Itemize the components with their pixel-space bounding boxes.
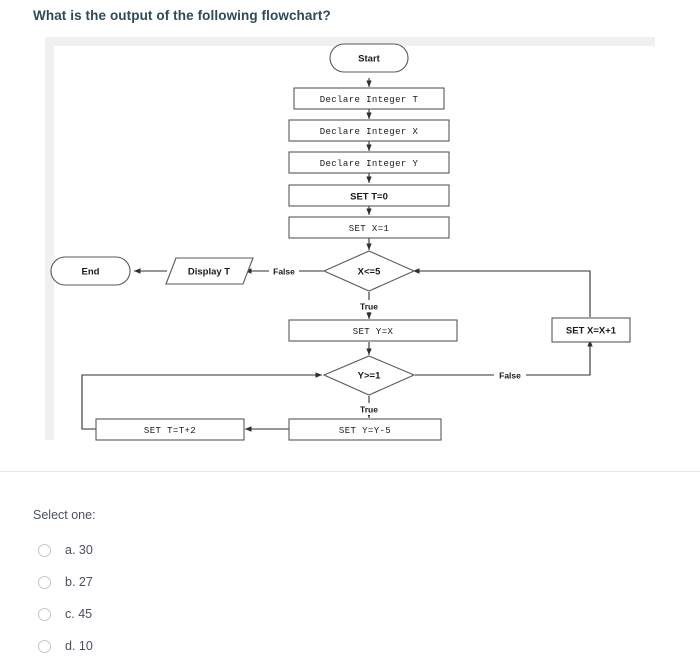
- node-declare-y-label: Declare Integer Y: [320, 159, 419, 169]
- node-set-t0: [288, 184, 450, 207]
- flowchart-diagram: Start Declare Integer T Declare Integer …: [50, 43, 631, 441]
- option-row-b[interactable]: b. 27: [33, 566, 433, 598]
- node-set-xx1-label: SET X=X+1: [566, 326, 617, 337]
- node-cond-y: [322, 355, 416, 396]
- edge-label-x-true: True: [360, 302, 378, 312]
- radio-button-a[interactable]: [38, 543, 51, 557]
- panel-top-strip: [45, 37, 655, 46]
- node-start-label: Start: [358, 54, 380, 65]
- node-set-tt2-label: SET T=T+2: [144, 426, 196, 436]
- radio-button-b[interactable]: [38, 575, 51, 589]
- node-set-xx1: [551, 317, 631, 343]
- node-display-t: [165, 257, 254, 285]
- flowchart-panel: Start Declare Integer T Declare Integer …: [0, 30, 700, 470]
- edge-cond-y-false-to-set-xx1: [415, 340, 593, 376]
- edge-label-y-false-bg: [494, 369, 526, 381]
- node-declare-x: [288, 119, 450, 142]
- radio-button-d[interactable]: [38, 639, 51, 653]
- page-title: What is the output of the following flow…: [33, 8, 331, 23]
- node-set-yy5: [288, 418, 442, 441]
- node-display-t-label: Display T: [188, 267, 230, 278]
- radio-button-c[interactable]: [38, 607, 51, 621]
- node-cond-x: [322, 250, 416, 292]
- node-set-x1-label: SET X=1: [349, 224, 390, 234]
- node-set-t0-label: SET T=0: [350, 192, 388, 203]
- section-divider: [0, 471, 700, 472]
- edge-label-y-false: False: [499, 371, 521, 381]
- node-declare-t: [293, 87, 445, 110]
- node-set-yx: [288, 319, 458, 342]
- node-declare-x-label: Declare Integer X: [320, 127, 419, 137]
- option-label-a: a. 30: [65, 543, 93, 557]
- option-label-d: d. 10: [65, 639, 93, 653]
- edge-label-x-false: False: [273, 267, 295, 277]
- node-declare-y: [288, 151, 450, 174]
- node-start: [329, 43, 409, 73]
- node-declare-t-label: Declare Integer T: [320, 95, 419, 105]
- option-label-c: c. 45: [65, 607, 93, 621]
- option-row-a[interactable]: a. 30: [33, 534, 433, 566]
- option-row-c[interactable]: c. 45: [33, 598, 433, 630]
- edge-label-x-true-bg: [354, 300, 384, 312]
- edge-label-y-true: True: [360, 405, 378, 415]
- edge-label-y-true-bg: [354, 403, 384, 415]
- node-set-yx-label: SET Y=X: [353, 327, 394, 337]
- panel-left-strip: [45, 37, 54, 440]
- node-set-x1: [288, 216, 450, 239]
- node-cond-y-label: Y>=1: [358, 371, 381, 382]
- node-set-tt2: [95, 418, 245, 441]
- node-cond-x-label: X<=5: [358, 267, 381, 278]
- node-end-label: End: [82, 267, 100, 278]
- node-end: [50, 256, 131, 286]
- edge-label-x-false-bg: [269, 265, 299, 277]
- edge-set-xx1-to-cond-x: [413, 268, 591, 317]
- answers-block: Select one: a. 30 b. 27 c. 45 d. 10: [33, 508, 433, 662]
- select-one-label: Select one:: [33, 508, 96, 522]
- node-set-yy5-label: SET Y=Y-5: [339, 426, 391, 436]
- option-label-b: b. 27: [65, 575, 93, 589]
- edge-set-tt2-to-cond-y: [81, 372, 322, 430]
- option-row-d[interactable]: d. 10: [33, 630, 433, 662]
